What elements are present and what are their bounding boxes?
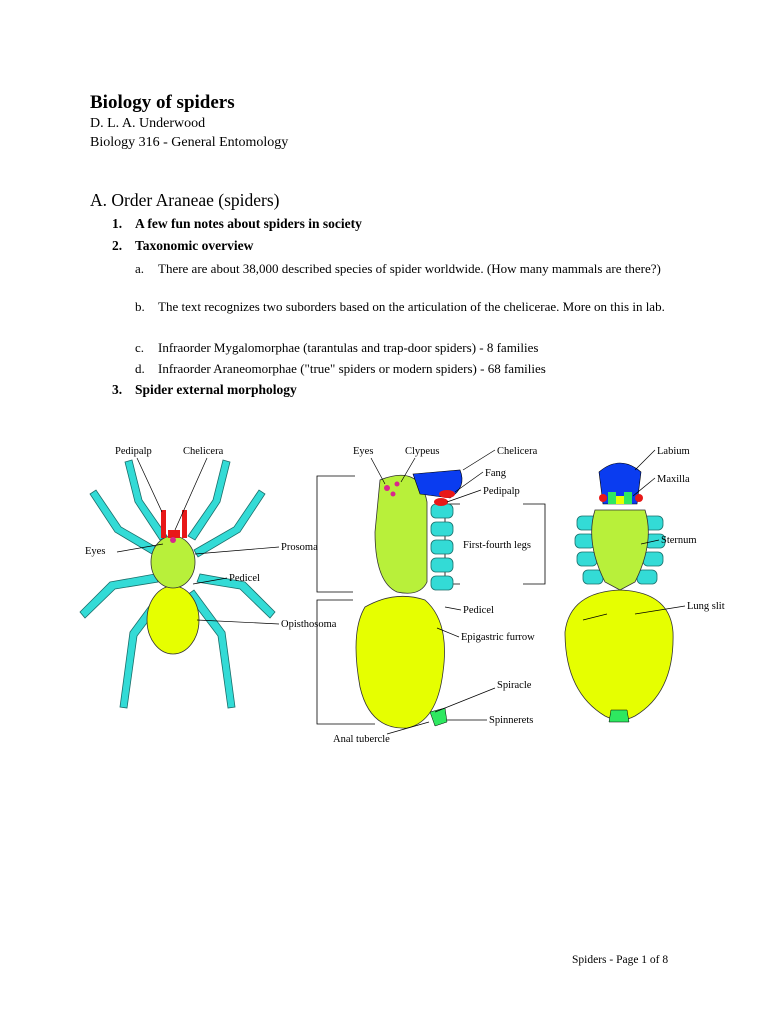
subitem-letter: d. — [135, 360, 145, 379]
ventral-view-spider: Labium Maxilla Sternum Lung slit — [565, 446, 725, 722]
lateral-eye-2 — [395, 482, 400, 487]
leg-left-1 — [125, 460, 167, 540]
item-number: 2. — [112, 238, 122, 254]
lateral-prosoma — [375, 475, 427, 593]
item-text: Spider external morphology — [135, 382, 297, 398]
subitem-letter: c. — [135, 339, 144, 358]
ventral-opisthosoma — [565, 590, 673, 720]
subitem-c: c. Infraorder Mygalomorphae (tarantulas … — [135, 339, 680, 358]
lateral-view-spider: Eyes Clypeus Chelicera Fang Pedipalp Fir… — [317, 446, 545, 745]
document-author: D. L. A. Underwood — [90, 116, 205, 132]
subitem-text: Infraorder Mygalomorphae (tarantulas and… — [158, 339, 680, 358]
ventral-pedipalp-right — [635, 494, 643, 502]
label-labium: Labium — [657, 446, 690, 457]
lateral-pedipalp — [434, 498, 448, 506]
subitem-letter: a. — [135, 260, 144, 279]
label-fang: Fang — [485, 468, 507, 479]
label-prosoma: Prosoma — [281, 542, 318, 553]
label-pedipalp: Pedipalp — [115, 446, 152, 457]
subitem-text: There are about 38,000 described species… — [158, 260, 680, 279]
subitem-letter: b. — [135, 298, 145, 317]
subitem-b: b. The text recognizes two suborders bas… — [135, 298, 680, 317]
dorsal-eyes — [170, 537, 176, 543]
prosoma-bracket — [317, 476, 355, 592]
lateral-fang — [439, 490, 455, 498]
dorsal-pedipalp-left — [161, 510, 166, 538]
subitem-text: The text recognizes two suborders based … — [158, 298, 680, 317]
label-side-pedicel: Pedicel — [463, 605, 494, 616]
section-heading: A. Order Araneae (spiders) — [90, 190, 280, 211]
lateral-opisthosoma — [356, 596, 445, 728]
dorsal-chelicera — [168, 530, 180, 538]
label-side-pedipalp: Pedipalp — [483, 486, 520, 497]
label-epigastric: Epigastric furrow — [461, 632, 535, 643]
dorsal-view-spider: Pedipalp Chelicera Eyes Prosoma Pedicel … — [80, 446, 337, 708]
item-number: 1. — [112, 216, 122, 232]
label-legs: First-fourth legs — [463, 540, 531, 551]
lateral-eye-1 — [384, 485, 390, 491]
label-anal-tubercle: Anal tubercle — [333, 734, 390, 745]
ventral-maxilla-left — [608, 492, 616, 504]
ventral-spinnerets — [609, 710, 629, 722]
page-footer: Spiders - Page 1 of 8 — [572, 954, 668, 966]
dorsal-pedipalp-right — [182, 510, 187, 538]
label-spinnerets: Spinnerets — [489, 715, 533, 726]
label-eyes: Eyes — [85, 546, 105, 557]
item-text: A few fun notes about spiders in society — [135, 216, 362, 232]
label-spiracle: Spiracle — [497, 680, 532, 691]
ventral-maxilla-right — [624, 492, 632, 504]
label-sternum: Sternum — [661, 535, 697, 546]
lateral-eye-3 — [391, 492, 396, 497]
item-text: Taxonomic overview — [135, 238, 253, 254]
label-side-chelicera: Chelicera — [497, 446, 538, 457]
label-maxilla: Maxilla — [657, 474, 690, 485]
label-lung-slit: Lung slit — [687, 601, 725, 612]
label-clypeus: Clypeus — [405, 446, 439, 457]
dorsal-prosoma — [151, 536, 195, 588]
label-opisthosoma: Opisthosoma — [281, 619, 337, 630]
leg-right-1 — [188, 460, 230, 540]
label-side-eyes: Eyes — [353, 446, 373, 457]
ventral-labium — [616, 496, 624, 504]
ventral-pedipalp-left — [599, 494, 607, 502]
label-pedicel: Pedicel — [229, 573, 260, 584]
subitem-d: d. Infraorder Araneomorphae ("true" spid… — [135, 360, 680, 379]
dorsal-opisthosoma — [147, 586, 199, 654]
label-chelicera: Chelicera — [183, 446, 224, 457]
item-number: 3. — [112, 382, 122, 398]
document-title: Biology of spiders — [90, 92, 235, 114]
lateral-legs — [431, 504, 453, 590]
subitem-text: Infraorder Araneomorphae ("true" spiders… — [158, 360, 680, 379]
document-course: Biology 316 - General Entomology — [90, 135, 288, 151]
spider-morphology-figure: Pedipalp Chelicera Eyes Prosoma Pedicel … — [75, 432, 735, 752]
subitem-a: a. There are about 38,000 described spec… — [135, 260, 680, 279]
